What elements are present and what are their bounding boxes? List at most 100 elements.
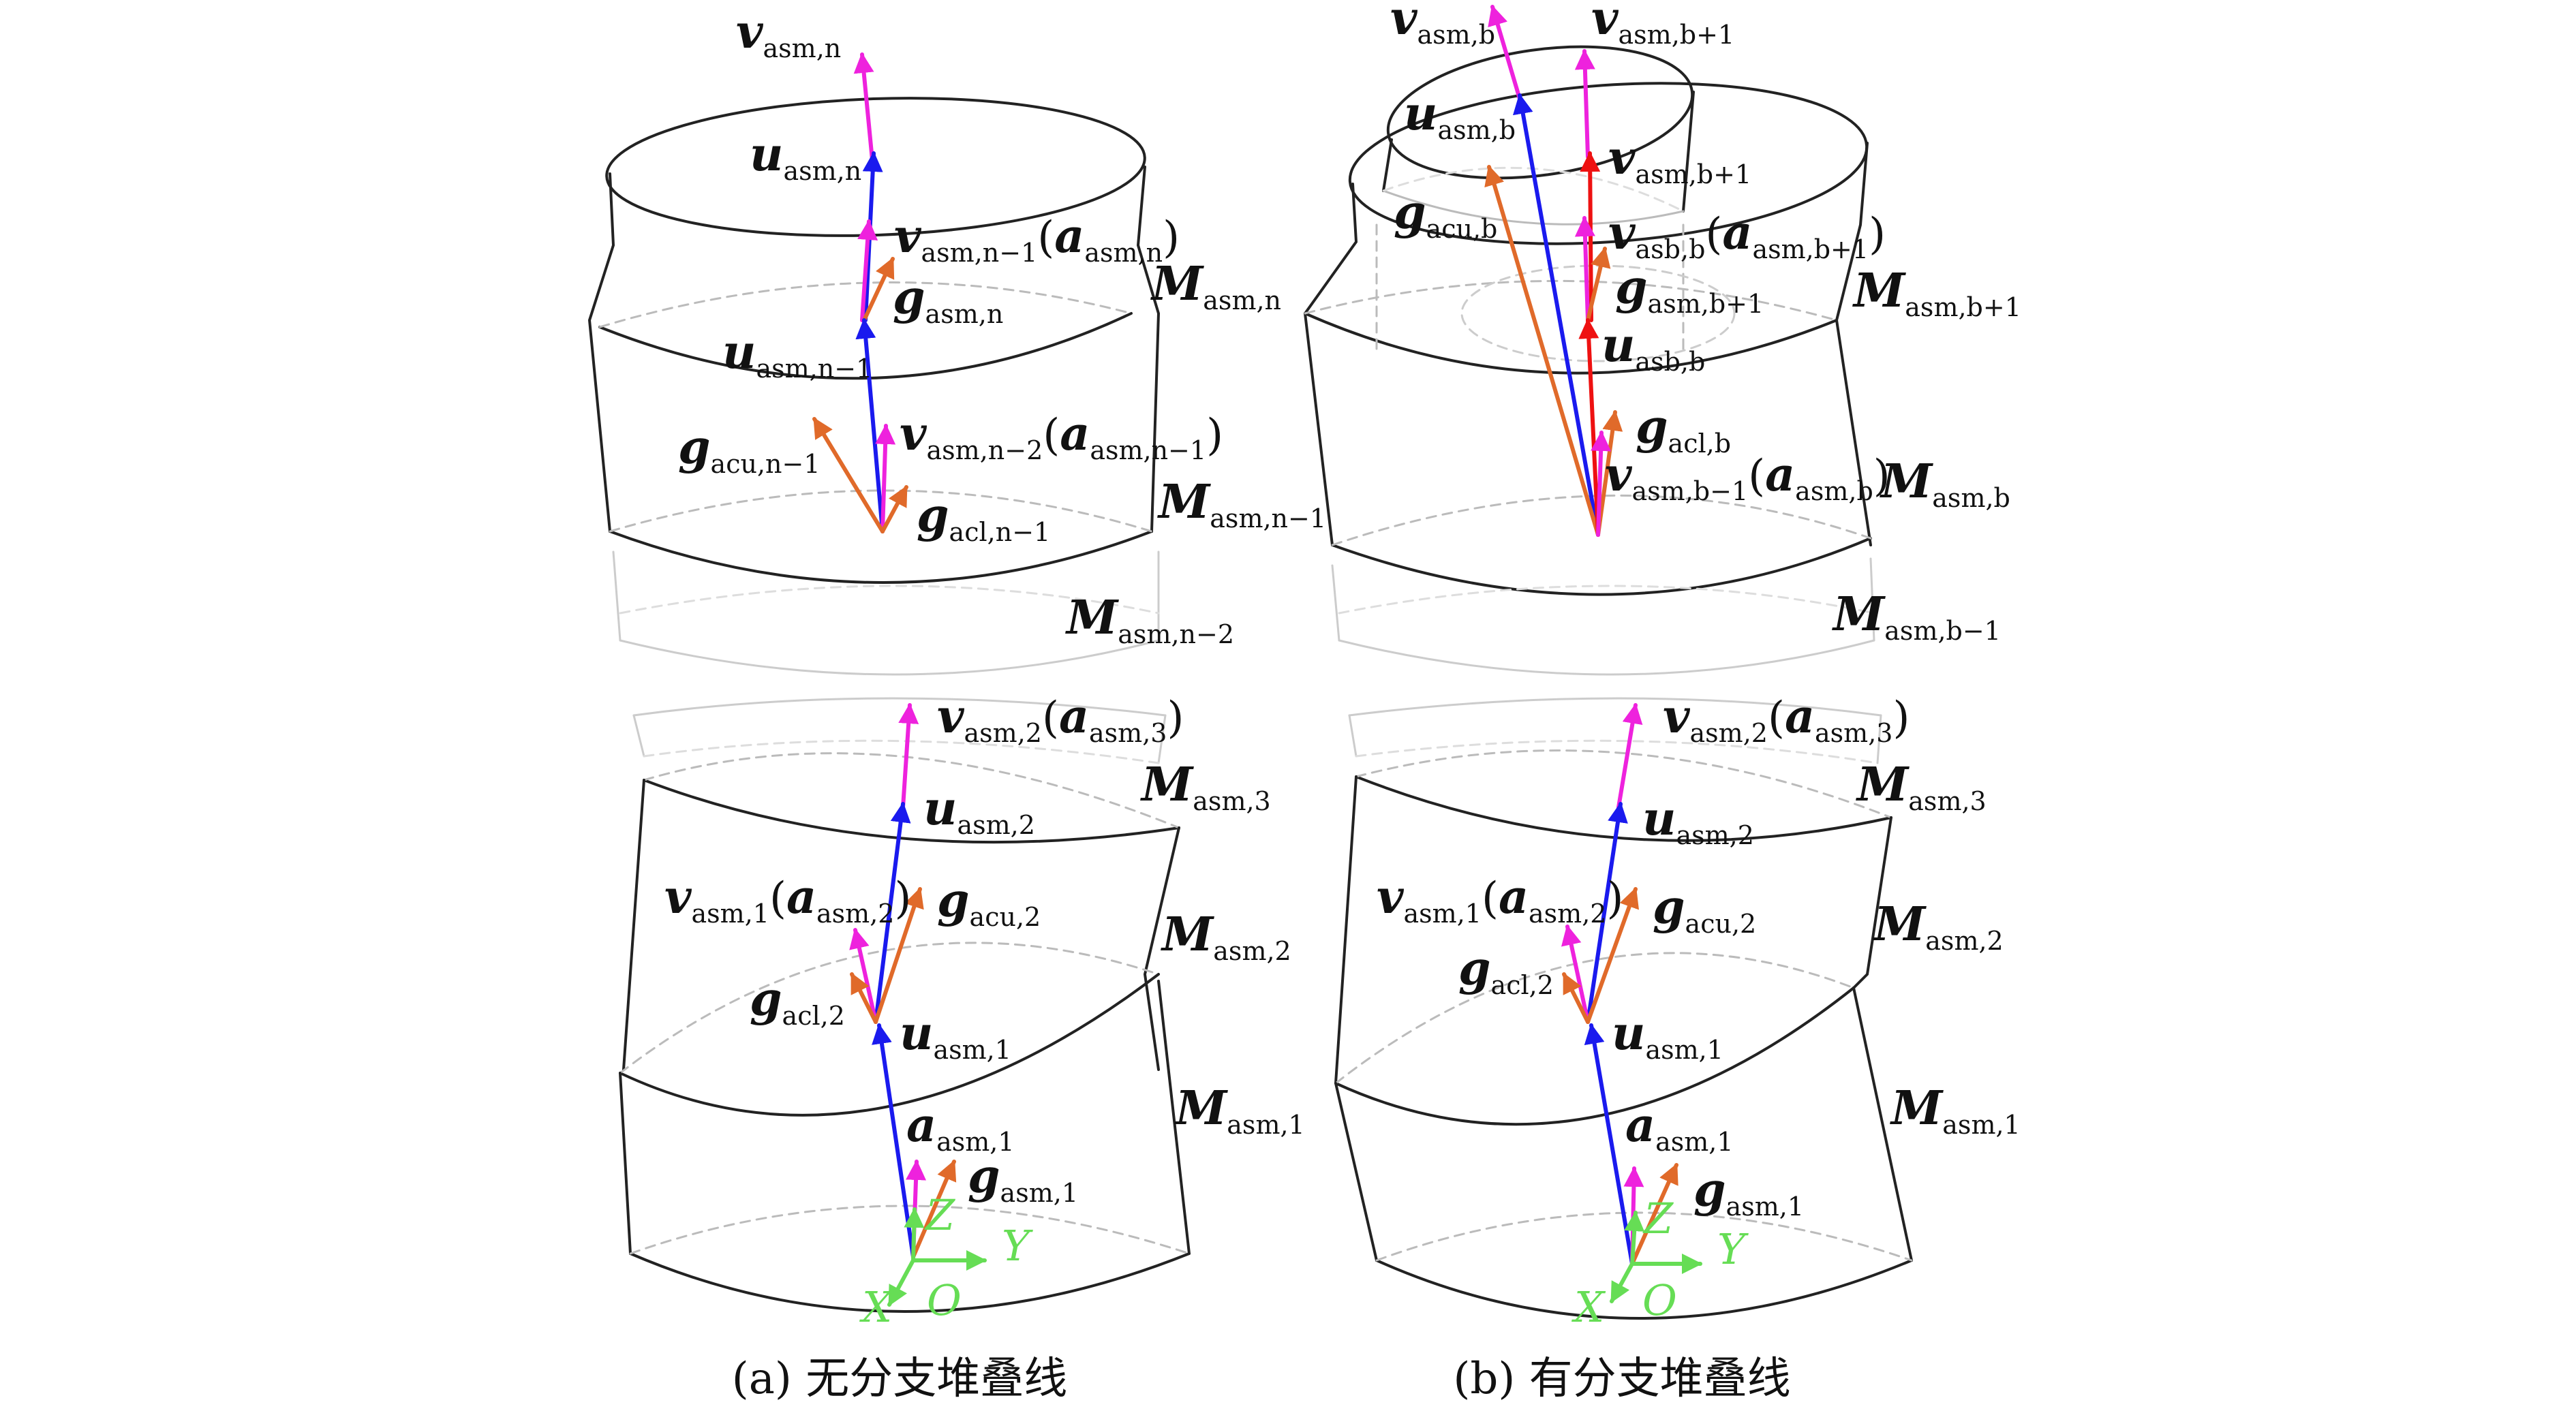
vector-u-asb-b xyxy=(1578,318,1600,537)
panel-a-top-labels: vasm,n uasm,n vasm,n−1(aasm,n) gasm,n Ma… xyxy=(678,5,1326,649)
vector-v-asm-b xyxy=(1488,5,1522,101)
label-v-asm-b: vasm,b xyxy=(1390,0,1495,50)
section-1-bottom xyxy=(629,1252,1191,1313)
label-a-asm-1: aasm,1 xyxy=(906,1098,1015,1157)
label-g-acl-2-b: gacl,2 xyxy=(1458,942,1554,1000)
panel-b-top-labels: vasm,b vasm,b+1 uasm,b vasm,b+1 gacu,b v… xyxy=(1390,0,2021,646)
vector-g-acu-n1 xyxy=(812,417,885,533)
vector-g-asm-1 xyxy=(911,1160,957,1259)
section-b-front xyxy=(1331,537,1872,596)
vector-g-asm-n xyxy=(862,257,895,322)
vector-g-asm-1-b xyxy=(1630,1163,1678,1266)
axis-label-y-b: Y xyxy=(1717,1224,1749,1274)
label-g-acu-2-b: gacu,2 xyxy=(1653,880,1756,939)
label-v-asm-n2: vasm,n−2(aasm,n−1) xyxy=(900,407,1223,465)
label-M-asm-n2: Masm,n−2 xyxy=(1065,591,1234,649)
vector-v-asm-1-b xyxy=(1561,925,1590,1024)
section-top-ellipse xyxy=(605,97,1146,237)
label-g-acu-2: gacu,2 xyxy=(937,873,1041,932)
label-M-asm-2-b: Masm,2 xyxy=(1873,897,2004,956)
label-v-asm-1: vasm,1(aasm,2) xyxy=(664,870,911,929)
vector-v-asb-b xyxy=(1574,216,1595,322)
label-v-asm-n1: vasm,n−1(aasm,n) xyxy=(894,209,1180,268)
vector-v-asm-n2 xyxy=(875,424,896,533)
axis-label-z: Z xyxy=(924,1190,955,1240)
label-v-asm-b1-red: vasm,b+1 xyxy=(1608,131,1751,189)
vector-u-asm-2-b xyxy=(1586,802,1628,1024)
label-a-asm-1-b: aasm,1 xyxy=(1625,1098,1734,1157)
axis-label-x-b: X xyxy=(1571,1282,1606,1332)
label-M-asm-n1: Masm,n−1 xyxy=(1157,475,1326,533)
label-M-asm-b: Masm,b xyxy=(1880,454,2010,513)
label-u-asm-2: uasm,2 xyxy=(923,781,1035,840)
label-g-acu-b: gacu,b xyxy=(1394,185,1497,244)
vector-g-acl-b xyxy=(1596,410,1623,537)
label-M-asm-n: Masm,n xyxy=(1150,257,1281,315)
vector-g-acu-b xyxy=(1484,165,1600,537)
axis-label-y: Y xyxy=(1002,1221,1033,1271)
label-g-acl-n1: gacl,n−1 xyxy=(917,488,1050,547)
label-v-asm-1-b: vasm,1(aasm,2) xyxy=(1377,870,1623,929)
vector-g-acl-2-b xyxy=(1562,972,1590,1024)
label-v-asb-b: vasb,b(aasm,b+1) xyxy=(1608,206,1886,264)
panel-b-bottom-labels: vasm,2(aasm,3) Masm,3 uasm,2 vasm,1(aasm… xyxy=(1377,689,2021,1332)
label-u-asm-b: uasm,b xyxy=(1404,87,1516,145)
label-v-asm-b1: vasm,b+1 xyxy=(1591,0,1734,50)
panel-b-top-vectors xyxy=(1484,5,1623,537)
vector-v-asm-n1 xyxy=(857,219,878,322)
label-g-acl-2: gacl,2 xyxy=(750,972,845,1031)
panel-a-top-vectors xyxy=(812,52,908,533)
vector-g-asm-b1 xyxy=(1586,247,1611,322)
label-g-asm-1-b: gasm,1 xyxy=(1693,1163,1804,1222)
label-v-asm-2: vasm,2(aasm,3) xyxy=(937,689,1184,748)
vector-g-acl-n1 xyxy=(880,485,908,533)
panel-a-bottom-labels: vasm,2(aasm,3) Masm,3 uasm,2 vasm,1(aasm… xyxy=(664,689,1305,1332)
label-M-asm-3: Masm,3 xyxy=(1140,758,1271,816)
vector-v-asm-b1-top xyxy=(1574,49,1595,159)
section-b1-front xyxy=(1304,312,1838,375)
axis-z xyxy=(904,1207,925,1262)
vector-g-acu-2 xyxy=(874,887,924,1024)
vector-g-acu-2-b xyxy=(1586,887,1639,1024)
label-M-asm-3-b: Masm,3 xyxy=(1856,758,1987,816)
axis-x-b xyxy=(1610,1262,1634,1303)
label-M-asm-1-b: Masm,1 xyxy=(1890,1081,2021,1140)
panel-b-bottom-geometry xyxy=(1334,697,1913,1320)
panel-a-bottom-vectors xyxy=(849,703,987,1307)
axis-label-z-b: Z xyxy=(1642,1194,1674,1243)
label-v-asm-bm1: vasm,b−1(aasm,b) xyxy=(1605,448,1890,506)
label-u-asm-1: uasm,1 xyxy=(900,1006,1011,1065)
section-3-front-b xyxy=(1355,775,1892,842)
caption-panel-a: (a) 无分支堆叠线 xyxy=(732,1354,1067,1404)
axis-x xyxy=(887,1258,915,1307)
label-u-asb-b: uasb,b xyxy=(1601,318,1705,377)
panel-b-bottom-vectors xyxy=(1561,703,1702,1303)
label-g-acu-n1: gacu,n−1 xyxy=(678,420,821,479)
label-g-asm-1: gasm,1 xyxy=(968,1149,1078,1208)
axis-label-o: O xyxy=(927,1275,962,1325)
label-g-asm-n: gasm,n xyxy=(893,270,1003,329)
label-v-asm-2-b: vasm,2(aasm,3) xyxy=(1663,689,1910,748)
section-1-bottom-b xyxy=(1375,1259,1913,1320)
label-M-asm-b1: Masm,b+1 xyxy=(1852,264,2021,322)
vector-v-asm-2 xyxy=(898,703,919,809)
axis-label-o-b: O xyxy=(1642,1275,1677,1325)
label-g-acl-b: gacl,b xyxy=(1636,400,1731,459)
label-u-asm-1-b: uasm,1 xyxy=(1612,1006,1723,1065)
label-u-asm-n1: uasm,n−1 xyxy=(722,325,872,384)
vector-v-asm-b1 xyxy=(1580,151,1601,322)
axis-label-x: X xyxy=(859,1282,894,1332)
vector-u-asm-b xyxy=(1512,93,1600,537)
label-M-asm-1: Masm,1 xyxy=(1174,1081,1305,1140)
section-3-front xyxy=(643,779,1180,844)
section-2-front-b xyxy=(1334,987,1855,1126)
vector-u-asm-2 xyxy=(874,802,911,1024)
vector-v-asm-2-b xyxy=(1616,703,1643,809)
branch-top-ellipse xyxy=(1386,45,1694,180)
vector-g-acl-2 xyxy=(850,972,878,1024)
section-2-front xyxy=(619,973,1160,1117)
vector-v-asm-1 xyxy=(849,928,878,1024)
section-n1-front xyxy=(609,530,1153,584)
label-u-asm-n: uasm,n xyxy=(750,127,861,186)
